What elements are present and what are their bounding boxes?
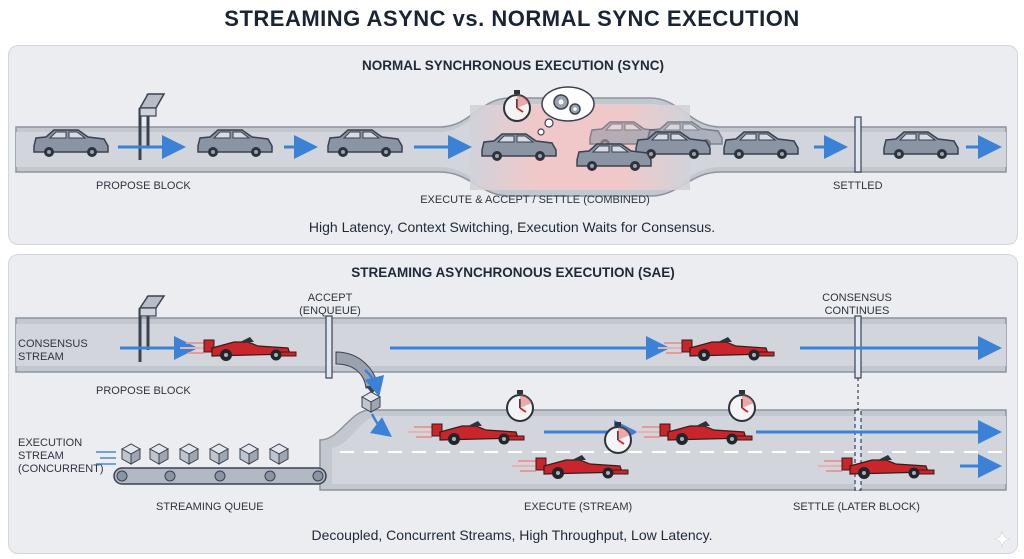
sae-propose-label: PROPOSE BLOCK bbox=[96, 385, 191, 397]
sae-execute-stream-label: EXECUTE (STREAM) bbox=[524, 501, 633, 513]
stopwatch-icon bbox=[728, 389, 756, 422]
settle-marker bbox=[854, 378, 862, 491]
accept-marker bbox=[325, 315, 333, 379]
sae-consensus-continues-label: CONSENSUS CONTINUES bbox=[822, 292, 892, 317]
sync-summary: High Latency, Context Switching, Executi… bbox=[308, 219, 716, 235]
stopwatch-icon bbox=[506, 389, 534, 422]
sae-execution-stream-label: EXECUTION STREAM (CONCURRENT) bbox=[18, 437, 104, 475]
sae-consensus-stream-label: CONSENSUS STREAM bbox=[18, 338, 88, 363]
sync-propose-label: PROPOSE BLOCK bbox=[96, 180, 191, 192]
stopwatch-icon bbox=[503, 89, 531, 122]
sae-settle-label: SETTLE (LATER BLOCK) bbox=[793, 501, 920, 513]
enqueue-arrow bbox=[335, 351, 392, 438]
gears-thought-icon bbox=[537, 86, 595, 136]
settled-marker bbox=[854, 116, 862, 173]
streaming-queue-conveyor bbox=[96, 443, 327, 485]
page-title: STREAMING ASYNC vs. NORMAL SYNC EXECUTIO… bbox=[224, 6, 800, 31]
watermark-sparkle-icon bbox=[994, 531, 1010, 547]
execution-road bbox=[319, 409, 1007, 491]
sae-accept-label: ACCEPT (ENQUEUE) bbox=[299, 292, 361, 317]
cube-icon bbox=[361, 391, 381, 413]
sync-settled-label: SETTLED bbox=[833, 180, 883, 192]
gantry-icon bbox=[138, 295, 166, 362]
sae-summary: Decoupled, Concurrent Streams, High Thro… bbox=[311, 527, 713, 543]
sae-streaming-queue-label: STREAMING QUEUE bbox=[156, 501, 264, 513]
sync-execute-label: EXECUTE & ACCEPT / SETTLE (COMBINED) bbox=[420, 194, 650, 206]
gantry-icon bbox=[138, 93, 166, 160]
